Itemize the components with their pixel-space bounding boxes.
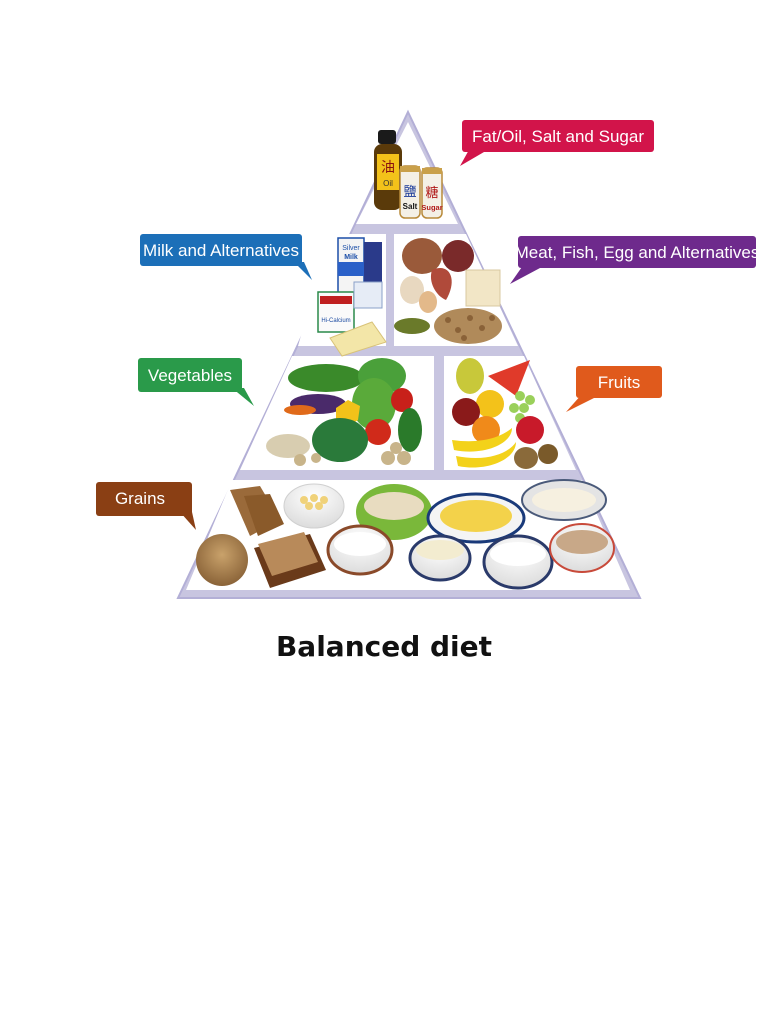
sugar-jar-label: Sugar [421, 203, 442, 212]
carton-brand-2: Milk [344, 254, 358, 261]
milk-food-illustration: Silver Milk Hi-Calcium [317, 237, 387, 357]
diagram-caption: Balanced diet [275, 630, 493, 663]
oil-jar-label: Oil [383, 179, 393, 188]
sugar-jar-char: 糖 [425, 185, 438, 201]
callout-meat-label: Meat, Fish, Egg and Alternatives [515, 243, 760, 262]
callout-fruits: Fruits [566, 366, 662, 412]
carton-calcium: Hi-Calcium [321, 318, 350, 324]
oil-jar-char: 油 [381, 160, 395, 176]
meat-food-illustration [394, 238, 502, 344]
fat-oil-food-illustration: 油 Oil 鹽 Salt 糖 Sugar [374, 130, 443, 219]
vegetables-food-illustration [266, 358, 422, 466]
fruits-food-illustration [452, 358, 558, 469]
callout-milk-label: Milk and Alternatives [143, 241, 299, 260]
callout-vegetables: Vegetables [138, 358, 254, 406]
grains-food-illustration [196, 479, 615, 590]
pyramid-frame [176, 109, 642, 599]
callout-grains-label: Grains [115, 489, 165, 508]
callout-fat-oil: Fat/Oil, Salt and Sugar [460, 120, 654, 166]
callout-grains: Grains [96, 482, 196, 530]
salt-jar-label: Salt [403, 202, 418, 211]
callout-milk: Milk and Alternatives [140, 234, 312, 280]
callout-meat: Meat, Fish, Egg and Alternatives [510, 236, 759, 284]
carton-brand: Silver [342, 245, 360, 252]
callout-fat-oil-label: Fat/Oil, Salt and Sugar [472, 127, 644, 146]
food-pyramid-diagram: 油 Oil 鹽 Salt 糖 Sugar Silver Milk Hi-Calc… [96, 109, 759, 599]
callout-fruits-label: Fruits [598, 373, 641, 392]
callout-vegetables-label: Vegetables [148, 366, 232, 385]
salt-jar-char: 鹽 [403, 185, 416, 200]
